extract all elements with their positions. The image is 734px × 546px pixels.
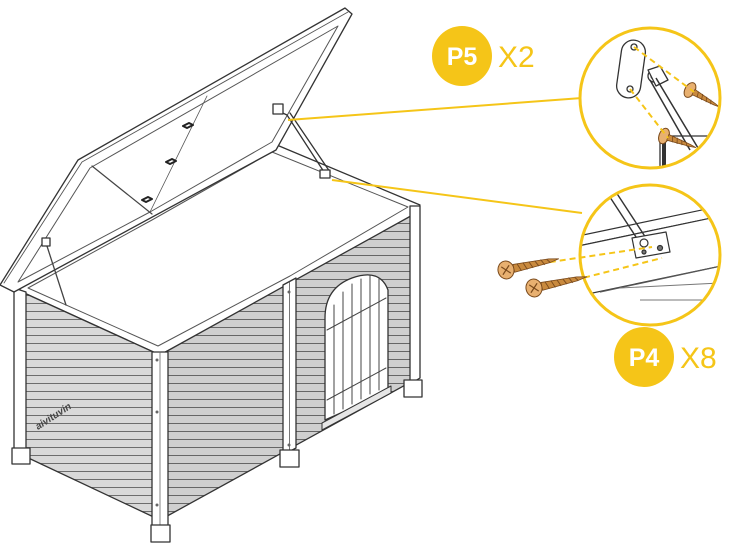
part-quantity-p5: X2 bbox=[498, 41, 535, 74]
screw-icon bbox=[658, 127, 697, 149]
hinge-icon bbox=[615, 39, 699, 151]
foot-front bbox=[150, 524, 171, 543]
dog-house: aivituvin bbox=[0, 7, 423, 543]
part-badge-p4: P4 X8 bbox=[614, 327, 717, 387]
door-opening bbox=[324, 274, 389, 421]
part-quantity-p4: X8 bbox=[680, 342, 717, 375]
part-id-p4: P4 bbox=[629, 344, 660, 372]
callout-lines bbox=[287, 97, 583, 214]
door-bars bbox=[326, 275, 387, 415]
front-left-post bbox=[13, 287, 27, 456]
back-right-post bbox=[409, 205, 421, 385]
part-badge-p5: P5 X2 bbox=[432, 26, 535, 86]
foot-left bbox=[11, 447, 31, 465]
foot-right bbox=[403, 379, 423, 398]
foot-middle bbox=[279, 449, 300, 468]
lid-hinge-marks bbox=[141, 122, 194, 203]
hinge-magnifier bbox=[578, 26, 722, 170]
p4-screws bbox=[497, 258, 587, 298]
lid-support-arm bbox=[41, 103, 331, 306]
screw-icon bbox=[497, 258, 559, 280]
magnifier-callout-icon bbox=[578, 26, 722, 170]
magnifier-callout-icon bbox=[578, 183, 722, 327]
screw-icon bbox=[525, 276, 587, 298]
part-id-p5: P5 bbox=[447, 43, 478, 71]
bracket-magnifier bbox=[529, 183, 722, 327]
